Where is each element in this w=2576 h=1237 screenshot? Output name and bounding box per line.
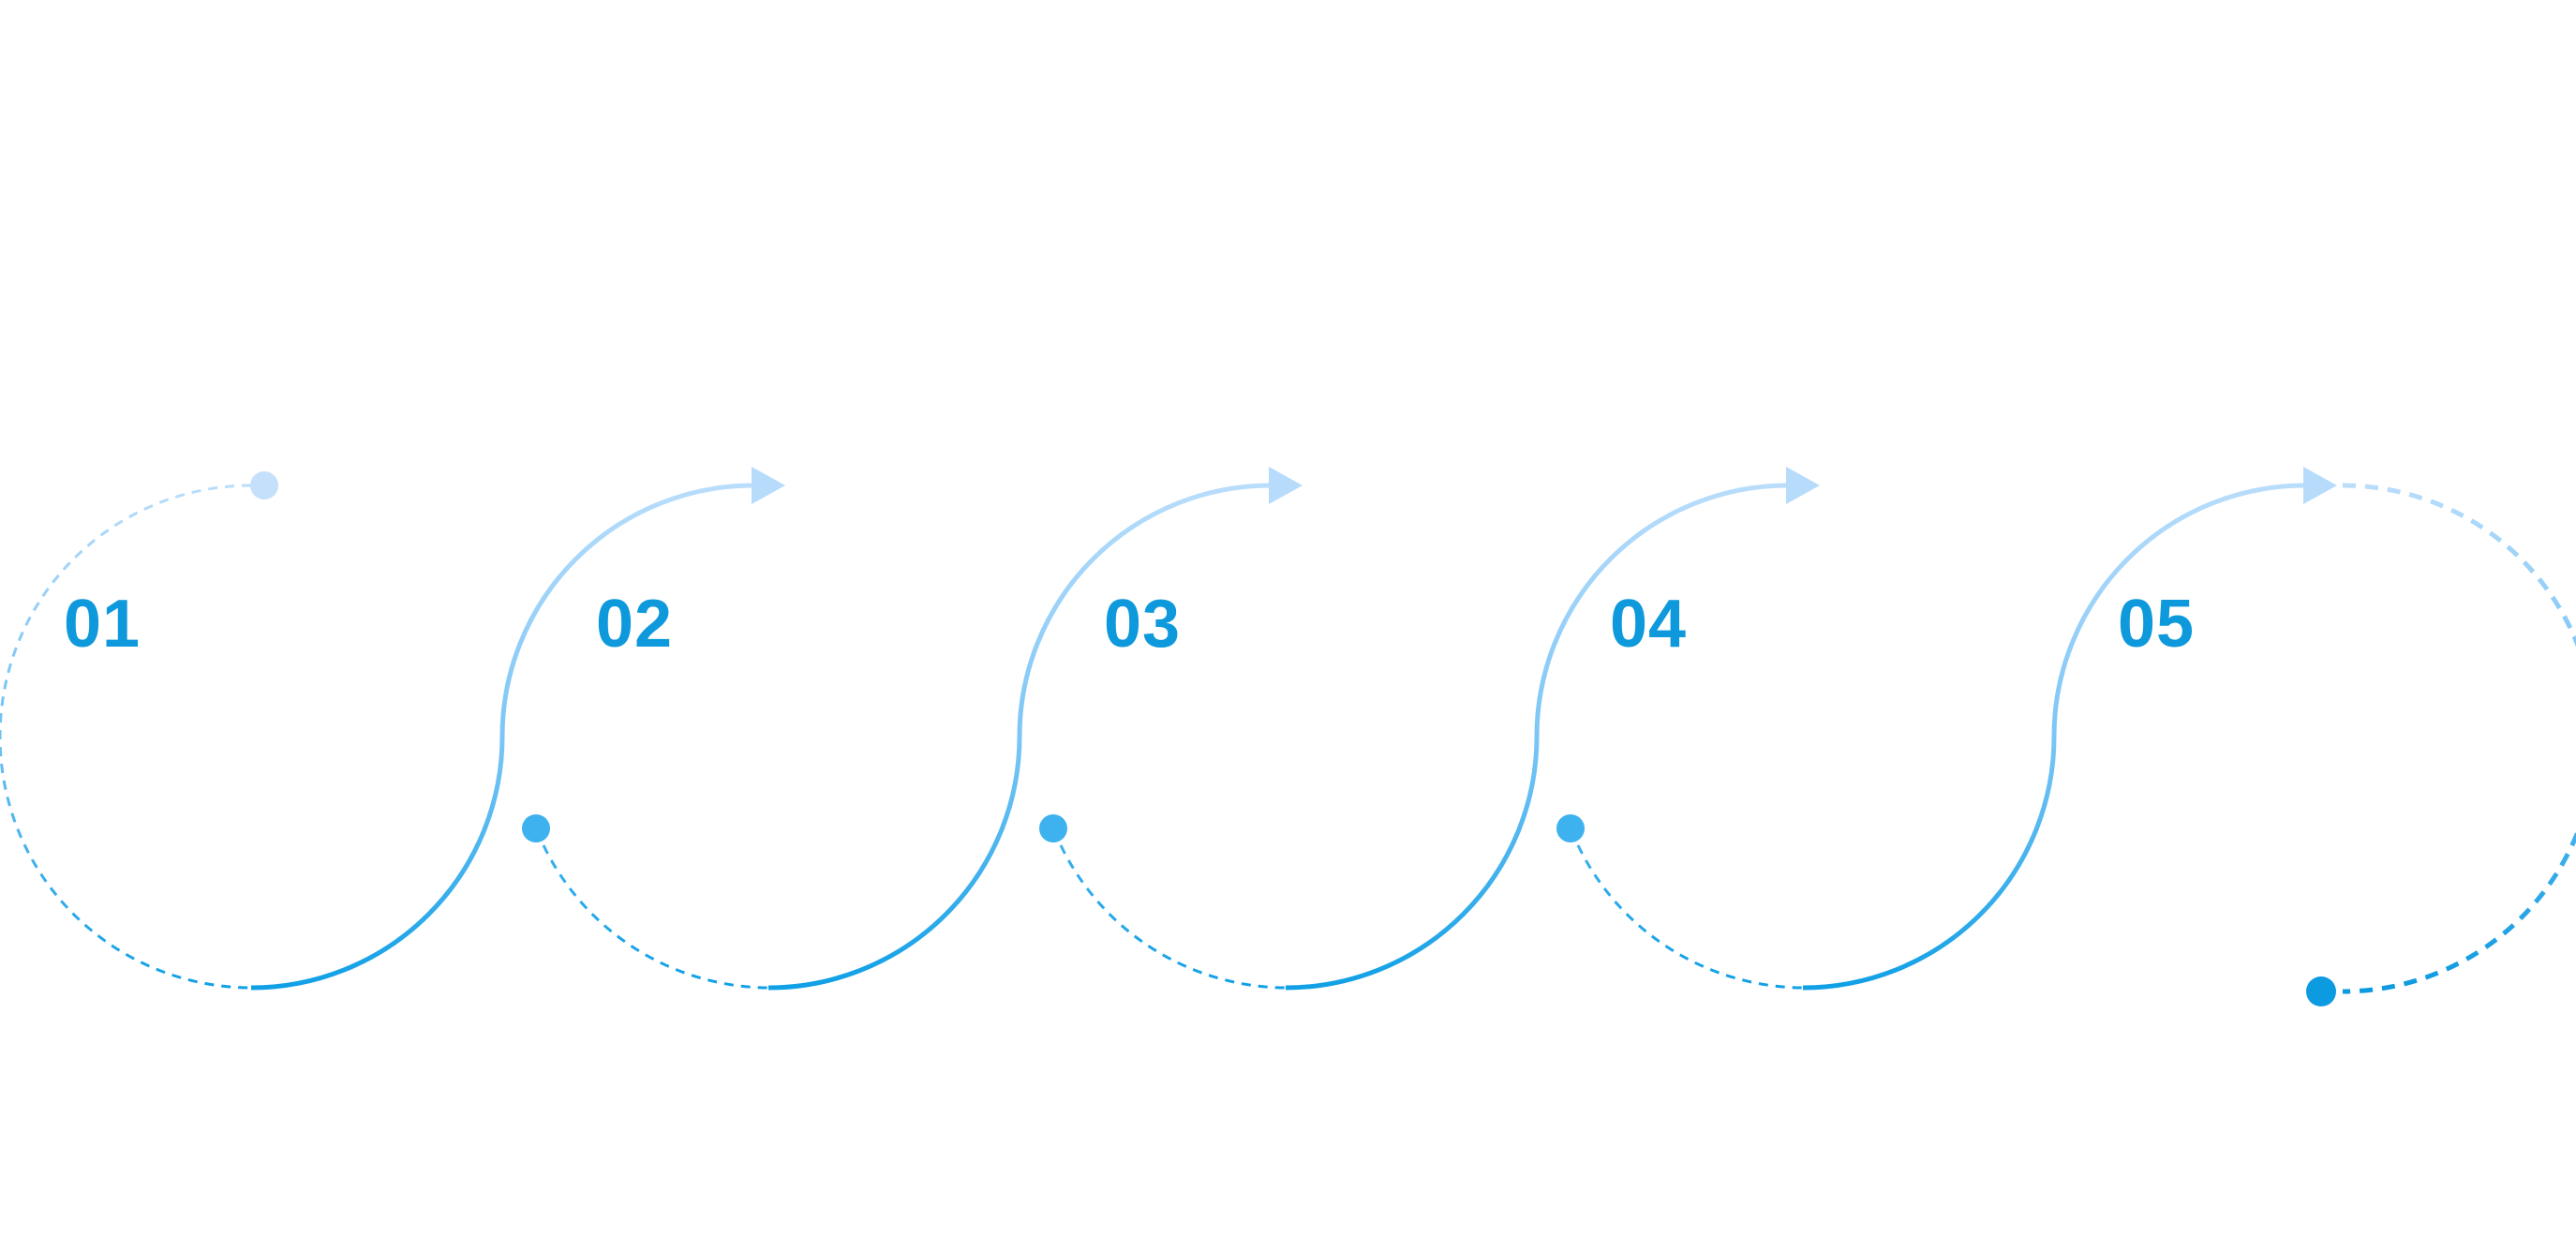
step-05-upper-arc [2051, 483, 2306, 738]
step-02-path [499, 467, 1022, 991]
step-02-number: 02 [596, 587, 673, 662]
step-04-dashed-arc [1576, 844, 1804, 990]
step-02-solid-arc [767, 736, 1022, 991]
step-05-arrowhead-icon [2303, 467, 2337, 504]
step-04-solid-arc [1802, 736, 2057, 991]
step-02-dashed-arc [542, 844, 769, 990]
step-03-path [1017, 467, 1540, 991]
step-03-upper-arc [1017, 483, 1272, 738]
step-01-solid-arc [250, 736, 505, 991]
step-03-dashed-arc [1059, 844, 1287, 990]
step-01-number: 01 [64, 587, 141, 662]
step-03-arrowhead-icon [1269, 467, 1303, 504]
step-05-dashed-end-arc [2342, 483, 2576, 994]
step-05-path [2051, 467, 2576, 1006]
step-03-number: 03 [1104, 587, 1181, 662]
step-04-start-dot-icon [1556, 814, 1585, 842]
step-03-start-dot-icon [1039, 814, 1067, 842]
step-04-upper-arc [1534, 483, 1789, 738]
step-04-number: 04 [1610, 587, 1687, 662]
step-02-upper-arc [499, 483, 754, 738]
step-02-start-dot-icon [522, 814, 550, 842]
step-01-start-dot-icon [250, 471, 278, 499]
step-03-solid-arc [1285, 736, 1540, 991]
step-04-path [1534, 467, 2057, 991]
step-01-dashed-arc [0, 484, 252, 990]
step-04-arrowhead-icon [1786, 467, 1820, 504]
step-05-end-dot-icon [2306, 976, 2336, 1006]
step-01-path [0, 471, 505, 991]
step-05-number: 05 [2118, 587, 2195, 662]
step-02-arrowhead-icon [752, 467, 785, 504]
